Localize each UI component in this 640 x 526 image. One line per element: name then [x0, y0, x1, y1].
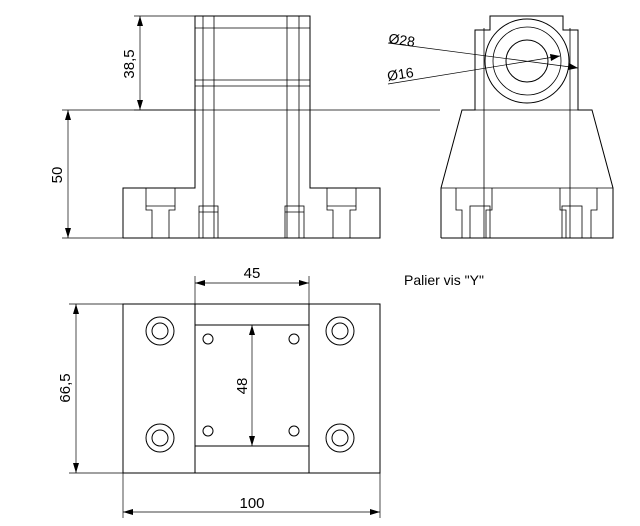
front-view: 38,5 50	[49, 15, 440, 239]
dim-height-base: 50	[49, 167, 66, 184]
dim-diameter-inner: Ø16	[386, 64, 415, 84]
bore-inner-circle	[505, 39, 549, 83]
dim-depth-total: 66,5	[57, 373, 74, 402]
counterbore-hole	[325, 423, 355, 453]
small-hole	[288, 425, 300, 437]
dim-diameter-outer: Ø28	[388, 30, 417, 50]
dim-height-upper: 38,5	[121, 49, 138, 78]
top-view: 45 48 66,5 100	[57, 265, 381, 518]
side-view: Ø28 Ø16	[386, 15, 614, 239]
small-hole	[288, 333, 300, 345]
bore-outer-circle	[484, 18, 570, 104]
small-hole	[202, 425, 214, 437]
counterbore-hole	[325, 316, 355, 346]
dim-width-inner: 45	[244, 265, 261, 282]
small-hole	[202, 333, 214, 345]
dim-height-inner: 48	[234, 378, 251, 395]
counterbore-hole	[145, 423, 175, 453]
dim-width-total: 100	[239, 495, 264, 512]
bore-middle-circle	[492, 26, 562, 96]
counterbore-hole	[145, 316, 175, 346]
drawing-caption: Palier vis "Y"	[404, 272, 484, 288]
